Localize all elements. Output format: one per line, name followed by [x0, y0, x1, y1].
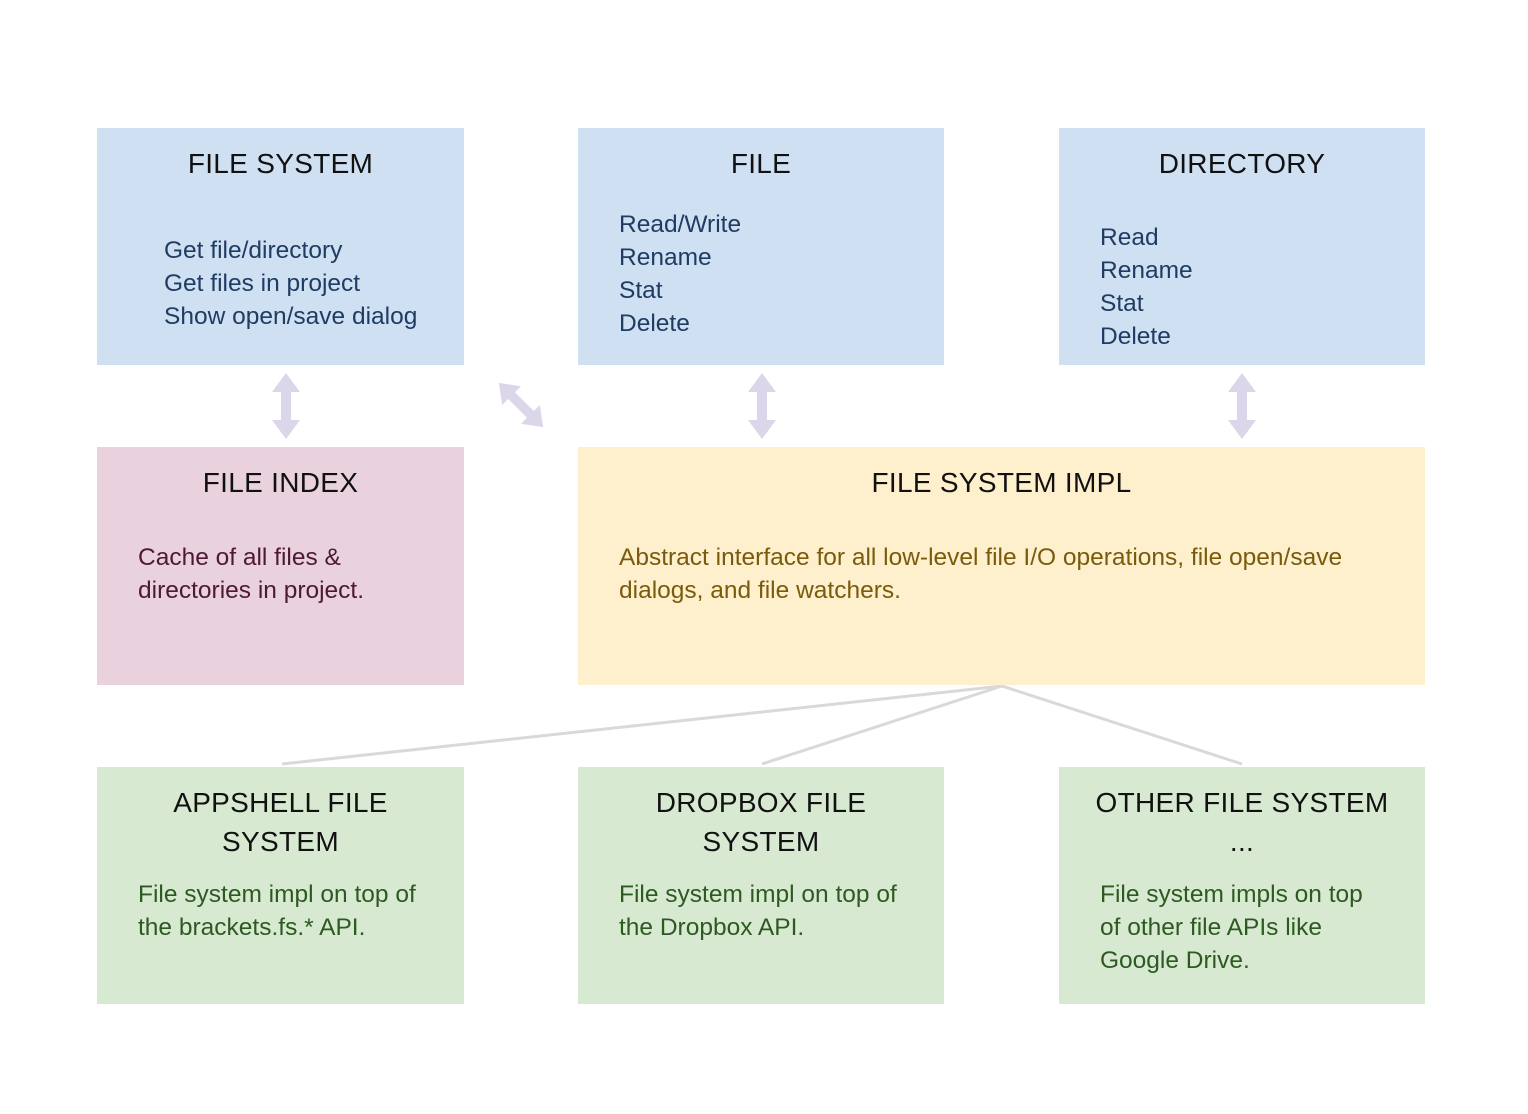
file-system-operations: Get file/directory Get files in project … — [164, 234, 417, 333]
double-arrow-icon — [1228, 373, 1256, 439]
list-item: Google Drive. — [1100, 947, 1250, 974]
diagonal-double-arrow-icon — [489, 373, 553, 437]
file-system-title: FILE SYSTEM — [187, 148, 374, 179]
list-item: Read — [1100, 224, 1159, 251]
list-item: directories in project. — [138, 577, 365, 604]
title-line: ... — [1229, 826, 1255, 857]
directory-box: DIRECTORY Read Rename Stat Delete — [1059, 128, 1425, 365]
title-line: DROPBOX FILE — [655, 787, 867, 818]
title-line: APPSHELL FILE — [173, 787, 388, 818]
list-item: Delete — [1100, 323, 1171, 350]
other-title: OTHER FILE SYSTEM ... — [1059, 783, 1425, 861]
file-title: FILE — [730, 148, 792, 179]
list-item: File system impl on top of — [138, 881, 416, 908]
list-item: the Dropbox API. — [619, 914, 805, 941]
directory-title: DIRECTORY — [1158, 148, 1326, 179]
list-item: Rename — [1100, 257, 1193, 284]
list-item: Get files in project — [164, 270, 361, 297]
file-system-box: FILE SYSTEM Get file/directory Get files… — [97, 128, 464, 365]
file-system-impl-box: FILE SYSTEM IMPL Abstract interface for … — [578, 447, 1425, 685]
list-item: Abstract interface for all low-level fil… — [619, 544, 1343, 571]
dropbox-title: DROPBOX FILE SYSTEM — [578, 783, 944, 861]
dropbox-description: File system impl on top of the Dropbox A… — [619, 878, 897, 944]
appshell-title: APPSHELL FILE SYSTEM — [97, 783, 464, 861]
dropbox-file-system-box: DROPBOX FILE SYSTEM File system impl on … — [578, 767, 944, 1004]
double-arrow-icon — [748, 373, 776, 439]
title-line: SYSTEM — [222, 826, 339, 857]
file-box: FILE Read/Write Rename Stat Delete — [578, 128, 944, 365]
other-description: File system impls on top of other file A… — [1100, 878, 1363, 977]
directory-operations: Read Rename Stat Delete — [1100, 221, 1193, 353]
file-system-impl-title: FILE SYSTEM IMPL — [871, 467, 1132, 498]
file-index-description: Cache of all files & directories in proj… — [138, 541, 364, 607]
list-item: of other file APIs like — [1100, 914, 1322, 941]
double-arrow-icon — [272, 373, 300, 439]
list-item: File system impl on top of — [619, 881, 897, 908]
title-line: OTHER FILE SYSTEM — [1095, 787, 1389, 818]
impl-tree-lines — [281, 684, 1243, 766]
list-item: Get file/directory — [164, 237, 343, 264]
file-index-box: FILE INDEX Cache of all files & director… — [97, 447, 464, 685]
list-item: Stat — [619, 277, 663, 304]
file-system-impl-description: Abstract interface for all low-level fil… — [619, 541, 1342, 607]
file-index-title: FILE INDEX — [202, 467, 359, 498]
list-item: Read/Write — [619, 211, 742, 238]
list-item: the brackets.fs.* API. — [138, 914, 366, 941]
list-item: Stat — [1100, 290, 1144, 317]
other-file-system-box: OTHER FILE SYSTEM ... File system impls … — [1059, 767, 1425, 1004]
list-item: dialogs, and file watchers. — [619, 577, 901, 604]
list-item: File system impls on top — [1100, 881, 1363, 908]
list-item: Show open/save dialog — [164, 303, 418, 330]
list-item: Cache of all files & — [138, 544, 341, 571]
list-item: Rename — [619, 244, 712, 271]
appshell-description: File system impl on top of the brackets.… — [138, 878, 416, 944]
list-item: Delete — [619, 310, 690, 337]
file-operations: Read/Write Rename Stat Delete — [619, 208, 741, 340]
title-line: SYSTEM — [702, 826, 820, 857]
appshell-file-system-box: APPSHELL FILE SYSTEM File system impl on… — [97, 767, 464, 1004]
